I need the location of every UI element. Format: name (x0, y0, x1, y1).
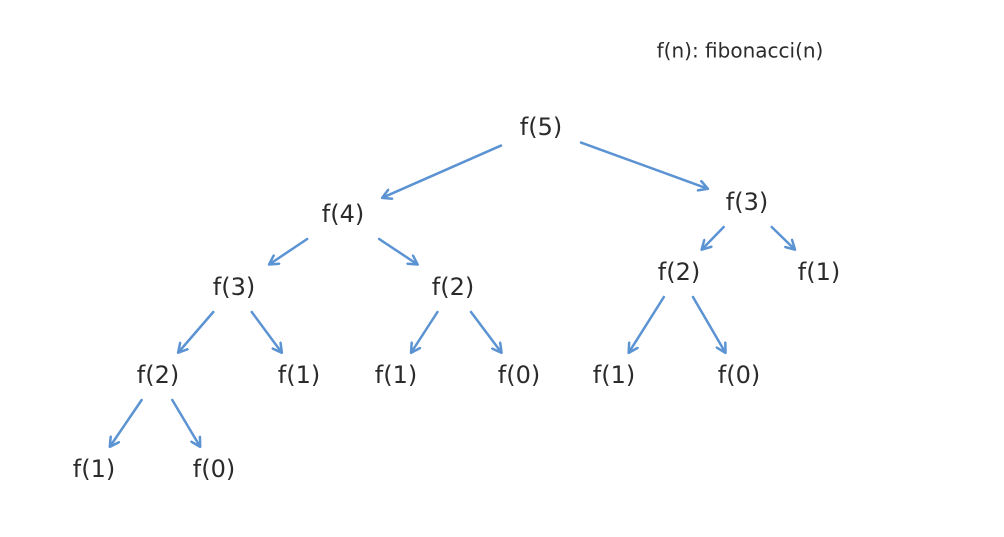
tree-node-n0a: f(0) (498, 361, 540, 389)
tree-node-n0b: f(0) (718, 361, 760, 389)
tree-node-n5: f(5) (520, 113, 562, 141)
arrow-n2a-n0a (469, 310, 501, 352)
tree-node-n1e: f(1) (73, 455, 115, 483)
arrow-n2a-n1c (412, 310, 439, 352)
tree-node-n4: f(4) (322, 200, 364, 228)
arrow-n2b-n0b (691, 295, 725, 352)
edges (110, 141, 795, 446)
arrow-n4-n3 (270, 237, 309, 264)
nodes: f(5) f(4) f(3) f(3) f(2) f(2) f(1) f(2) f(1) f(1)… (73, 113, 840, 483)
tree-node-n2a: f(2) (432, 273, 474, 301)
legend: f(n): fibonacci(n) (657, 39, 824, 63)
arrow-n5-n4 (383, 144, 503, 198)
tree-node-n0c: f(0) (193, 455, 235, 483)
arrow-n3-n1b (250, 310, 282, 352)
tree-node-n3r: f(3) (726, 188, 768, 216)
tree-node-n2b: f(2) (658, 258, 700, 286)
tree-node-n2c: f(2) (137, 361, 179, 389)
tree-node-n1a: f(1) (798, 258, 840, 286)
arrow-n4-n2a (377, 237, 417, 264)
arrow-n3r-n2b (702, 225, 725, 249)
tree-node-n1b: f(1) (278, 361, 320, 389)
arrow-n2c-n1e (110, 398, 143, 446)
tree-node-n3: f(3) (213, 273, 255, 301)
tree-node-n1d: f(1) (593, 361, 635, 389)
arrow-n3-n2c (179, 310, 215, 352)
arrow-n5-n3r (579, 141, 707, 189)
arrow-n2b-n1d (629, 295, 666, 352)
tree-node-n1c: f(1) (375, 361, 417, 389)
arrow-n2c-n0c (171, 398, 199, 446)
arrow-n3r-n1a (770, 225, 795, 249)
